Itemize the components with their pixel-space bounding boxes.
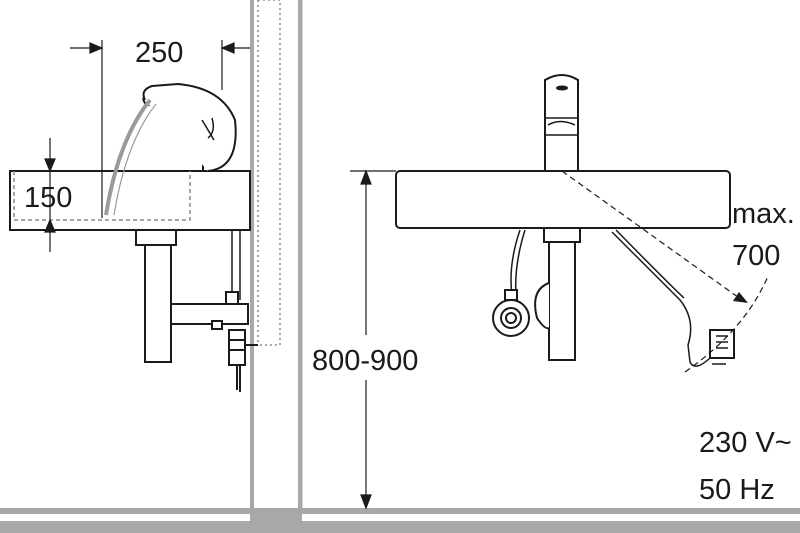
dimension-mount-height	[350, 169, 396, 510]
dimension-water-height	[44, 138, 56, 252]
dimension-spout-reach	[70, 40, 250, 218]
side-view	[9, 82, 258, 392]
faucet-front	[544, 74, 579, 172]
drain-pipe-side	[144, 244, 172, 363]
front-view	[395, 74, 735, 367]
cable-reach-indicator	[561, 170, 769, 373]
power-frequency-label: 50 Hz	[699, 474, 775, 506]
cable-length-prefix: max.	[732, 198, 795, 230]
spout-reach-label: 250	[135, 37, 183, 69]
transformer	[709, 329, 735, 359]
water-height-label: 150	[24, 182, 72, 214]
mount-height-label: 800-900	[312, 345, 418, 377]
power-voltage-label: 230 V~	[699, 427, 792, 459]
power-cable	[611, 231, 711, 367]
basin-front	[395, 170, 731, 229]
water-jet	[104, 98, 152, 216]
drain-pipe-front	[548, 241, 576, 361]
cable-length-value: 700	[732, 240, 780, 272]
